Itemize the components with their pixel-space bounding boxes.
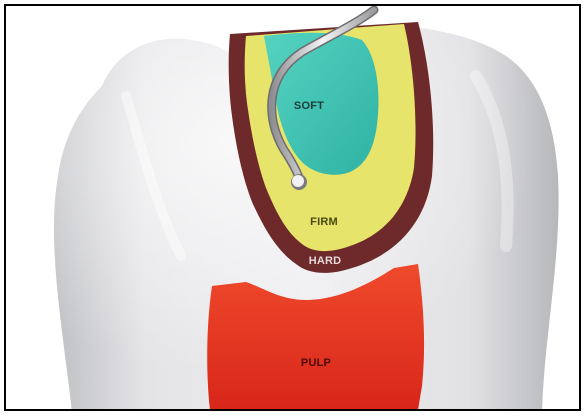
- label-firm: FIRM: [310, 216, 338, 228]
- label-pulp: PULP: [301, 357, 331, 369]
- label-soft: SOFT: [294, 100, 324, 112]
- tooth-caries-diagram: SOFT FIRM HARD PULP: [6, 6, 581, 411]
- figure-frame: SOFT FIRM HARD PULP: [4, 4, 581, 411]
- label-hard: HARD: [309, 255, 342, 267]
- explorer-tip: [292, 175, 304, 187]
